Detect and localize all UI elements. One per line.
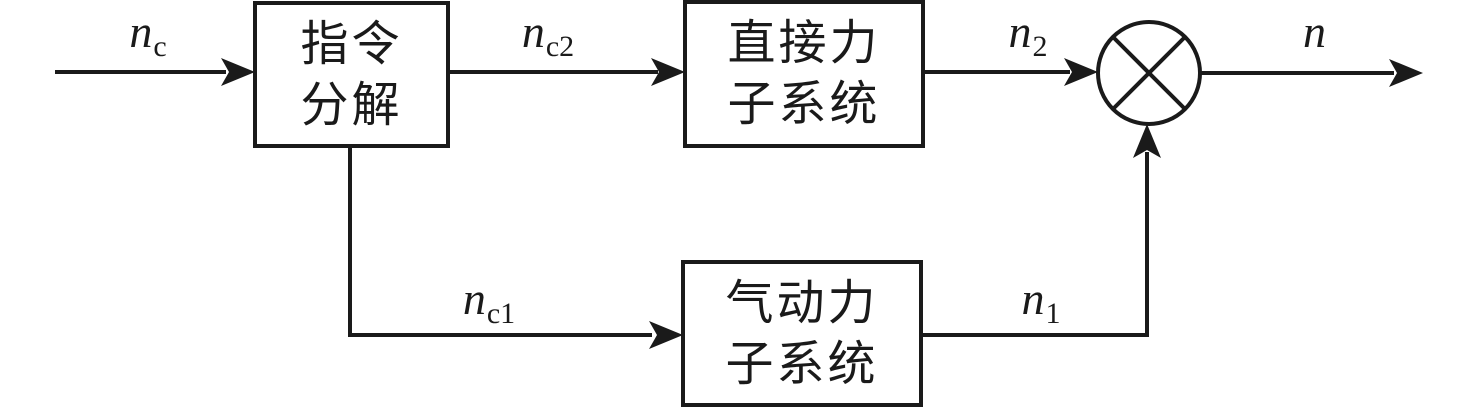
- input-arrowhead: [221, 58, 255, 86]
- signal-base: n: [1303, 6, 1326, 57]
- aero-command-line: [348, 148, 652, 337]
- signal-base: n: [129, 6, 153, 57]
- signal-label-direct-command: nc2: [522, 9, 574, 70]
- signal-subscript: c1: [486, 297, 516, 330]
- block-command-decomposition: 指令 分解: [253, 1, 450, 148]
- block-label-line: 指令: [300, 17, 403, 71]
- signal-label-direct-output: n2: [1009, 9, 1048, 70]
- signal-subscript: 1: [1045, 297, 1061, 330]
- signal-label-aero-command: nc1: [463, 276, 515, 337]
- block-label-line: 气动力: [725, 276, 879, 330]
- signal-label-aero-output: n1: [1022, 276, 1061, 337]
- mixer-cross-diagonal-2: [1111, 35, 1187, 111]
- signal-subscript: c: [153, 30, 167, 63]
- signal-subscript: 2: [1032, 30, 1048, 63]
- signal-label-input: nc: [129, 9, 166, 70]
- block-label-line: 子系统: [725, 337, 879, 391]
- signal-base: n: [462, 273, 486, 324]
- direct-output-arrowhead: [1064, 58, 1098, 86]
- signal-base: n: [1021, 273, 1045, 324]
- aero-output-arrowhead: [1133, 124, 1161, 158]
- direct-command-arrowhead: [651, 58, 685, 86]
- aero-output-line: [923, 152, 1149, 337]
- block-aerodynamic-force-subsystem: 气动力 子系统: [681, 260, 923, 407]
- signal-base: n: [1008, 6, 1032, 57]
- signal-base: n: [521, 6, 545, 57]
- signal-subscript: c2: [545, 30, 575, 63]
- output-arrowhead: [1389, 59, 1423, 87]
- signal-label-output: n: [1303, 9, 1327, 70]
- block-direct-force-subsystem: 直接力 子系统: [683, 0, 925, 148]
- aero-command-arrowhead: [649, 321, 683, 349]
- block-label-line: 直接力: [727, 17, 881, 70]
- block-label-line: 子系统: [727, 78, 881, 131]
- block-label-line: 分解: [300, 78, 403, 132]
